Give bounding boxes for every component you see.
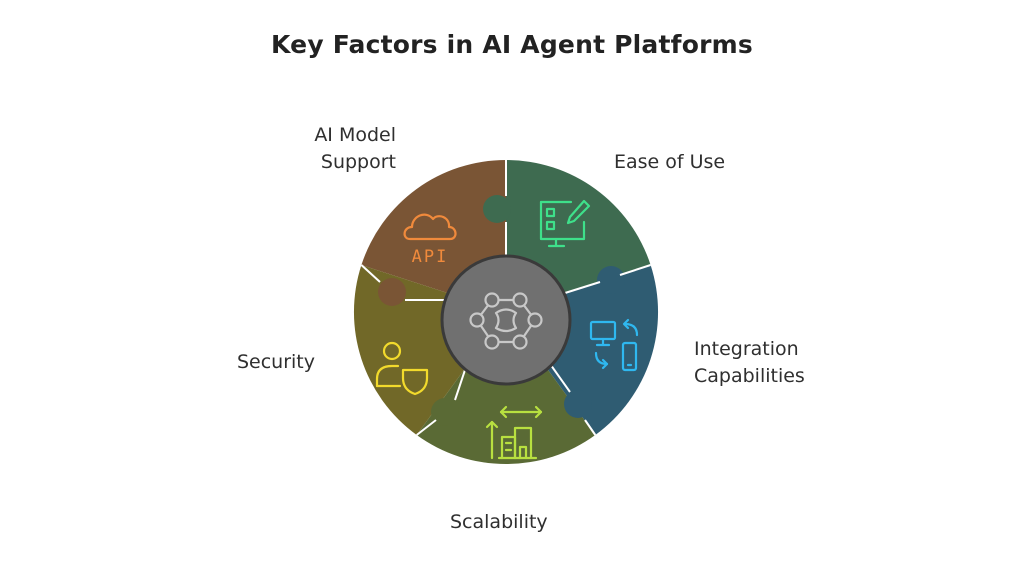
label-line: Ease of Use xyxy=(614,151,726,173)
network-hub-icon xyxy=(469,292,543,350)
tab-ease-into-ai xyxy=(483,195,511,223)
tab-int-into-scal xyxy=(564,390,592,418)
diagram-title: Key Factors in AI Agent Platforms xyxy=(271,30,753,59)
segment-scalability xyxy=(416,312,596,464)
label-integration-capabilities: Integration Capabilities xyxy=(694,336,805,390)
label-security: Security xyxy=(237,349,315,376)
divider xyxy=(564,281,601,294)
label-line: Support xyxy=(320,151,396,173)
label-line: Capabilities xyxy=(694,365,805,387)
divider xyxy=(584,419,597,436)
label-line: Scalability xyxy=(450,511,548,533)
api-text: API xyxy=(412,247,449,267)
divider xyxy=(360,264,381,283)
label-ease-of-use: Ease of Use xyxy=(614,149,725,176)
device-sync-icon xyxy=(589,318,639,372)
label-line: Security xyxy=(236,351,315,373)
cloud-api-icon: API xyxy=(403,213,457,267)
monitor-edit-icon xyxy=(539,199,591,248)
tab-int-into-ease xyxy=(597,266,625,294)
label-line: AI Model xyxy=(314,124,396,146)
divider xyxy=(416,419,437,436)
label-line: Integration xyxy=(694,338,799,360)
label-ai-model-support: AI Model Support xyxy=(314,122,396,176)
center-hub xyxy=(440,254,572,386)
scale-buildings-icon xyxy=(485,405,543,460)
puzzle-tabs xyxy=(378,195,625,426)
label-scalability: Scalability xyxy=(450,509,548,536)
user-shield-icon xyxy=(375,341,429,396)
tab-scal-into-sec xyxy=(431,398,459,426)
divider xyxy=(619,264,651,276)
tab-ai-into-sec xyxy=(378,278,406,306)
segment-dividers xyxy=(360,160,651,436)
